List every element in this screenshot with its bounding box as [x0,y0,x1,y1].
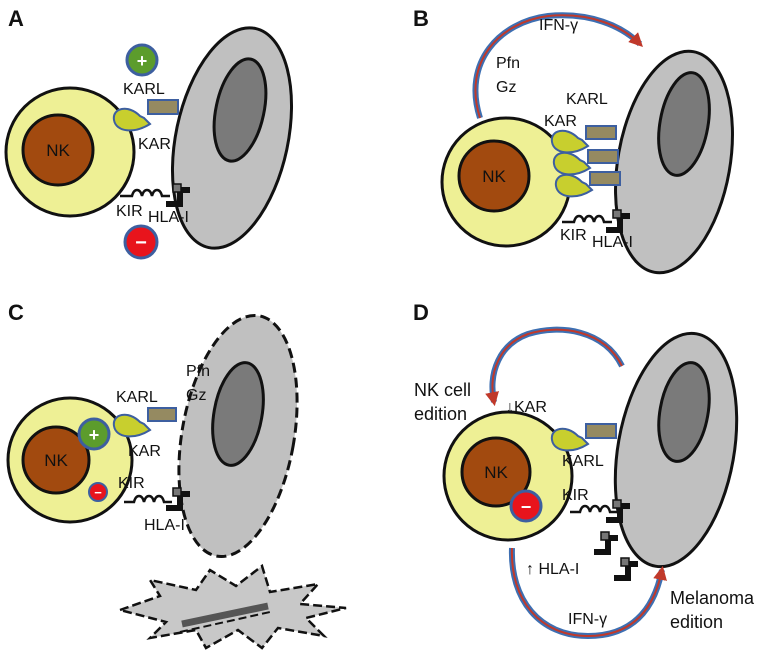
hla-up-label: ↑ HLA-I [526,561,579,578]
plus-sign: + [137,51,148,71]
nk-label: NK [46,141,70,160]
karl-ligand [585,125,617,140]
hla-domain [612,209,622,219]
karl-ligand [589,171,621,186]
nk-nucleus [457,139,531,213]
panel-b: B IFN-γ Pfn Gz NK KARL KAR KIR HLA-I [413,6,734,275]
hla-domain [600,531,610,541]
minus-sign: − [135,232,147,254]
karl-label: KARL [562,453,604,470]
melanoma-edition-label-1: Melanoma [670,588,755,608]
nk-label: NK [484,463,508,482]
kar-label: KAR [544,113,577,130]
inhibition-signal [123,224,159,260]
hla-molecule [606,503,630,523]
kir-receptor [120,188,170,198]
activation-signal [77,417,111,451]
karl-label: KARL [123,81,165,98]
kir-label: KIR [118,475,145,492]
pfn-label: Pfn [496,55,520,72]
nk-edition-label-2: edition [414,404,467,424]
hla-molecule [606,213,630,233]
hla-domain [172,183,182,193]
kar-receptor [554,173,594,198]
kar-receptor [550,427,590,452]
hla-label: HLA-I [148,209,189,226]
nk-label: NK [482,167,506,186]
nk-edition-arrow [489,326,625,403]
kar-receptor [550,129,590,154]
kir-label: KIR [562,487,589,504]
hla-label: HLA-I [592,234,633,251]
hla-molecule [614,561,638,581]
nk-edition-label-1: NK cell [414,380,471,400]
ifn-label: IFN-γ [568,611,607,628]
inhibition-signal [88,482,108,502]
panel-letter-b: B [413,6,429,31]
nk-label: NK [44,451,68,470]
hla-molecule [166,491,190,511]
nk-nucleus [21,113,95,187]
kar-receptor [552,151,592,176]
ifn-label: IFN-γ [539,17,578,34]
nucleus-fragment [181,602,269,628]
nk-nucleus [21,425,91,495]
dead-cell-debris [115,563,347,650]
nk-edition-arrow-inner [485,328,623,407]
kar-label: KAR [128,443,161,460]
kar-down-label: ↓KAR [506,399,547,416]
plus-sign: + [89,425,100,445]
hla-molecule [594,535,618,555]
hla-molecule [166,187,190,207]
kir-receptor [562,214,612,224]
kir-receptor [570,504,618,514]
hla-label: HLA-I [144,517,185,534]
panel-c: C Pfn Gz NK + − KARL KAR KIR HLA-I [6,300,347,650]
gz-label: Gz [186,387,206,404]
karl-ligand [147,407,177,422]
panel-letter-a: A [8,6,24,31]
karl-label: KARL [566,91,608,108]
target-nucleus [657,71,711,177]
karl-ligand [587,149,619,164]
minus-sign: − [521,497,532,517]
target-nucleus [212,57,268,163]
karl-label: KARL [116,389,158,406]
kar-label: KAR [138,136,171,153]
target-nucleus [657,361,711,463]
kir-label: KIR [560,227,587,244]
kir-receptor [124,494,172,504]
melanoma-edition-arrow-inner [510,547,667,638]
inhibition-signal [509,489,543,523]
melanoma-edition-label-2: edition [670,612,723,632]
gz-label: Gz [496,79,516,96]
kar-receptor [112,107,152,132]
ifn-arrow-inner [474,14,643,119]
hla-domain [620,557,630,567]
hla-domain [172,487,182,497]
activation-signal [125,43,159,77]
kir-label: KIR [116,203,143,220]
karl-ligand [147,99,179,115]
panel-letter-d: D [413,300,429,325]
pfn-label: Pfn [186,363,210,380]
panel-letter-c: C [8,300,24,325]
panel-a: A NK + KARL KAR KIR HLA-I − [4,6,294,260]
karl-ligand [585,423,617,439]
hla-domain [612,499,622,509]
kar-receptor [112,413,152,438]
target-nucleus [211,361,265,467]
minus-sign: − [94,485,102,500]
nucleus-fragment-edge [179,611,271,633]
nk-nucleus [460,436,532,508]
panel-d: D NK cell edition NK − ↓KAR KARL KIR ↑ H… [413,300,755,640]
